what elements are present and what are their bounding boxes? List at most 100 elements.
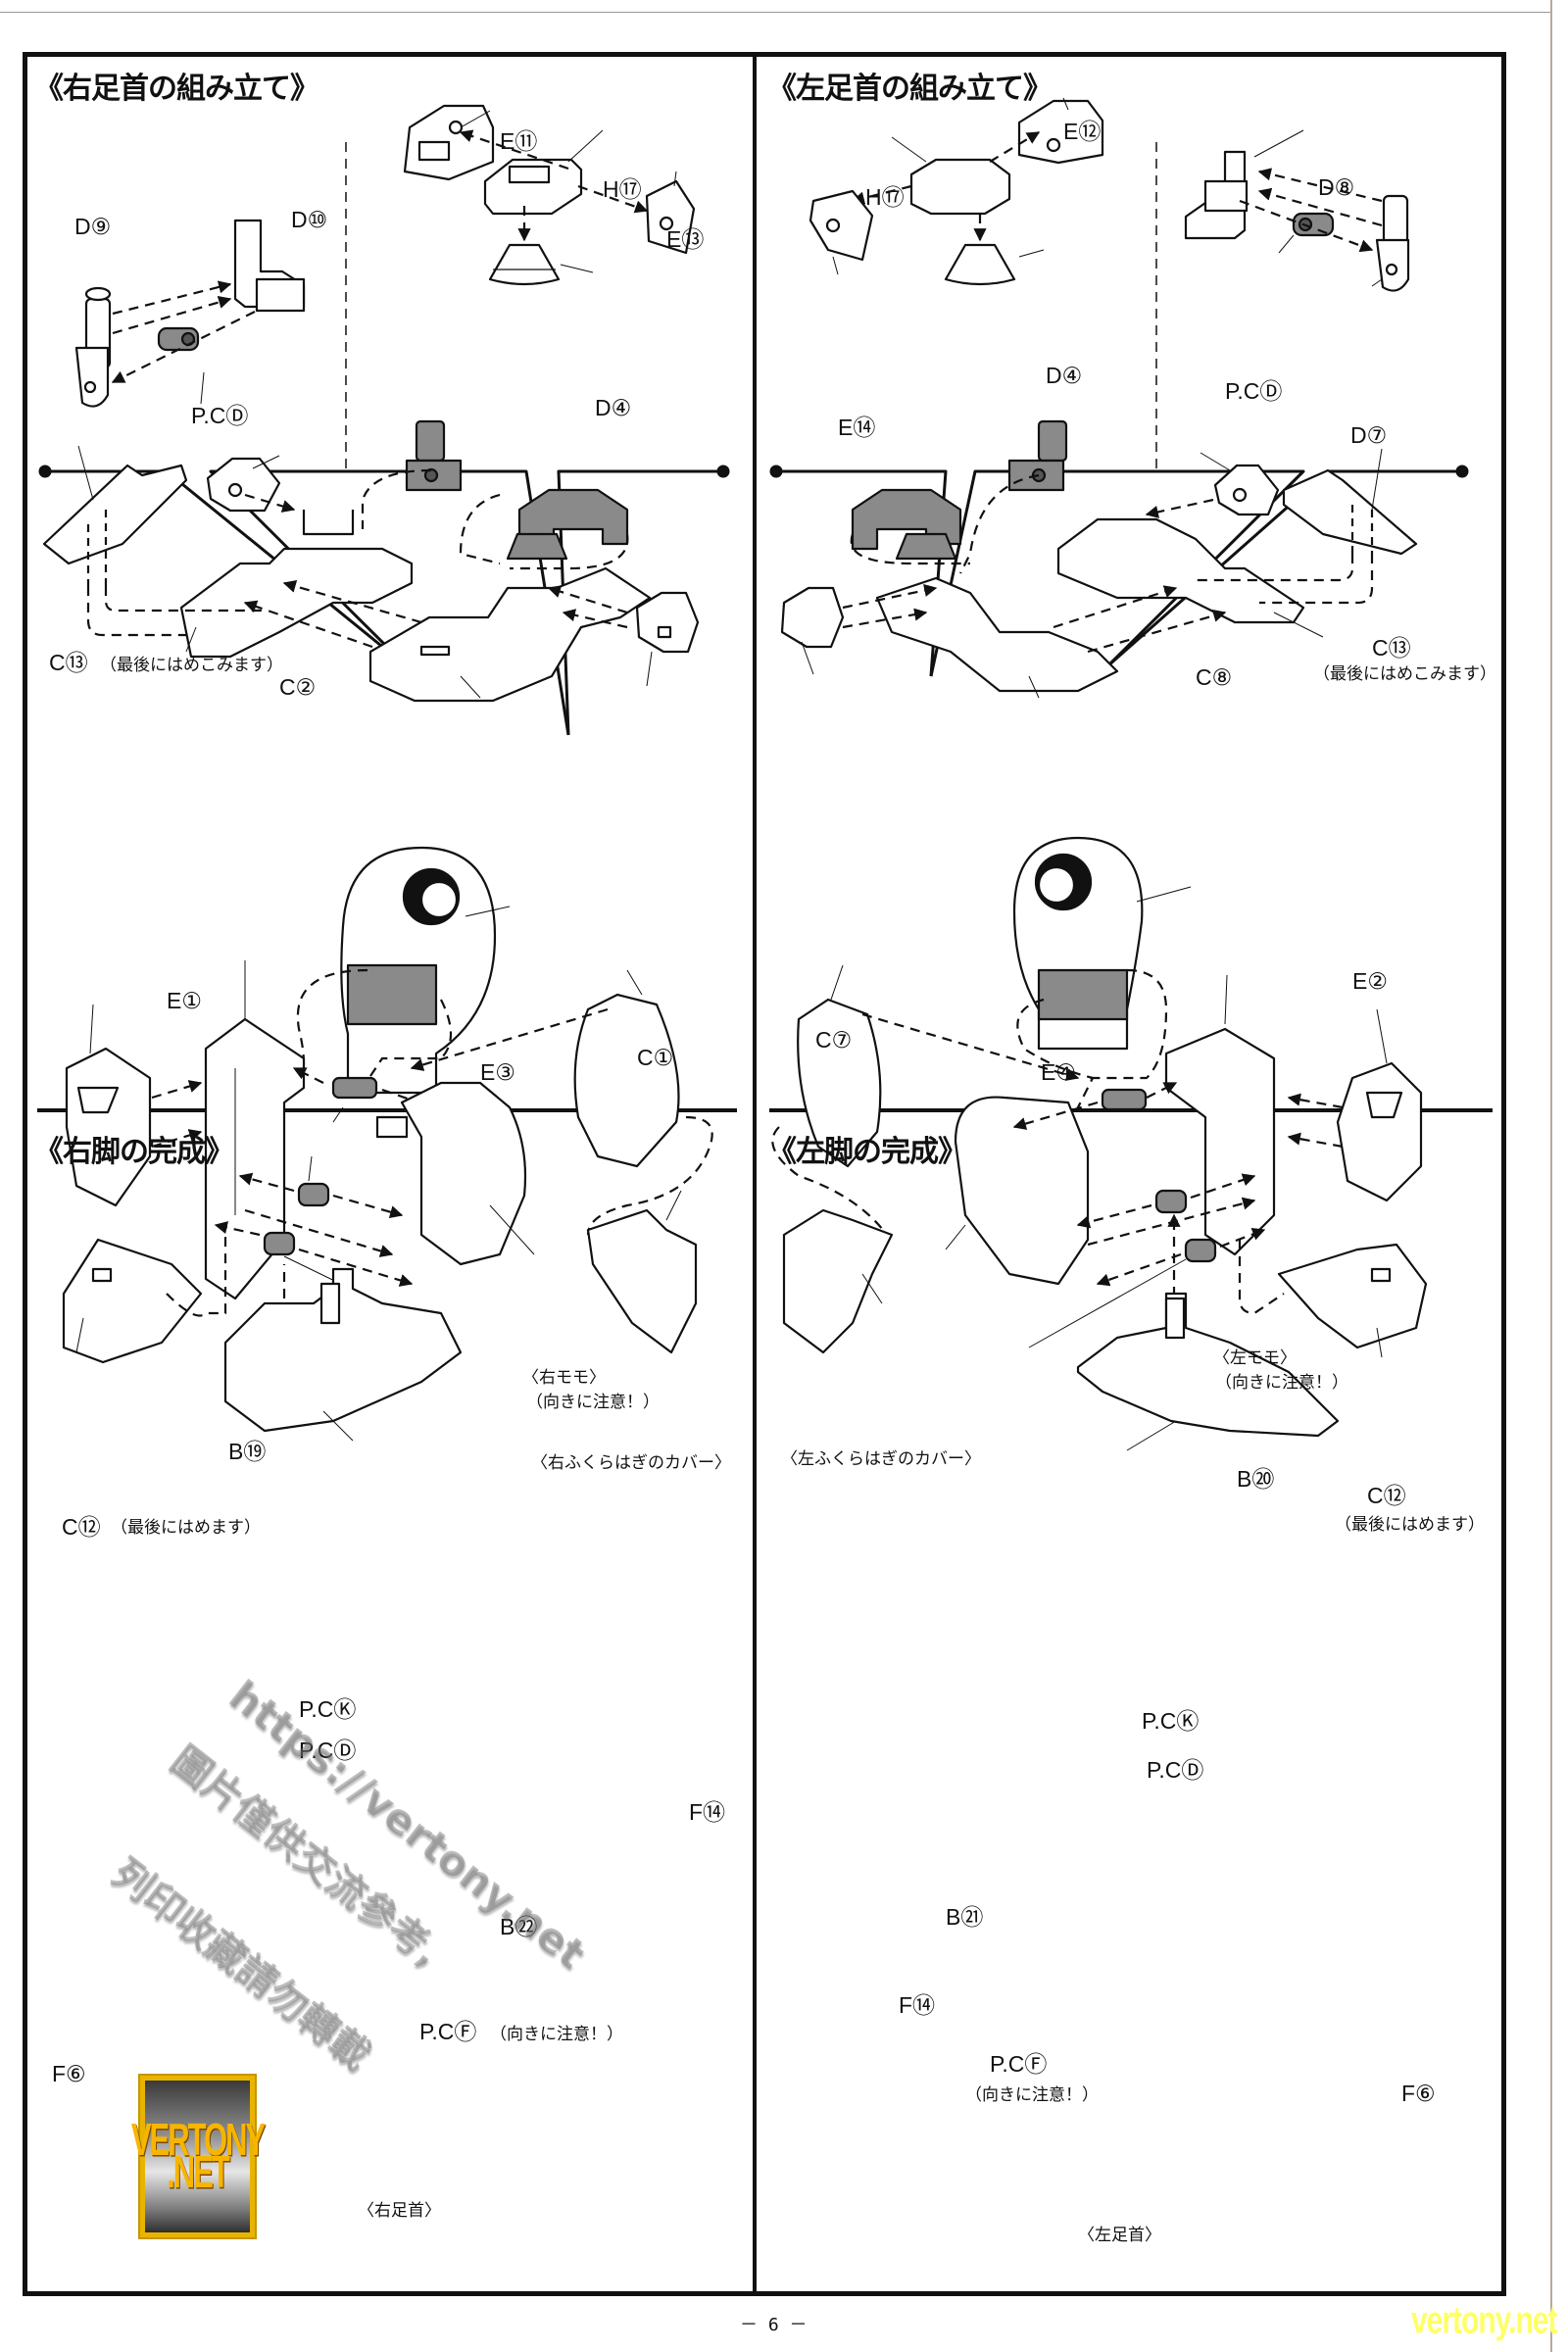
part-d10 [233,219,306,313]
part-label-d10: D⑩ [291,207,328,232]
section-title-left-ankle-assembly: 《左足首の組み立て》 [767,72,1053,106]
section-title-right-ankle-assembly: 《右足首の組み立て》 [34,72,319,106]
part-b21 [954,1096,1090,1286]
part-label-right-calf-cover: 〈右ふくらはぎのカバー〉 [531,1453,731,1473]
note-mind-direction-pcf-left: （向きに注意！） [965,2085,1099,2105]
part-h17-left [909,158,1011,216]
part-c13-right [42,464,188,586]
part-e3 [368,566,652,703]
part-label-e4: E④ [1041,1059,1076,1085]
part-label-f14: F⑭ [689,1799,726,1825]
part-label-f6: F⑥ [52,2061,86,2086]
part-c2 [206,457,281,513]
part-c12-right [65,1047,152,1207]
part-f6-right [62,1238,203,1364]
part-label-b22: B㉒ [500,1914,538,1939]
vertical-divider [753,52,757,2296]
part-pc-d-left [1292,212,1335,237]
part-pc-k-left [1101,1088,1148,1111]
part-f14-right [586,1208,698,1354]
section-title-right-leg-completion: 《右脚の完成》 [34,1135,234,1169]
part-label-f14-left: F⑭ [899,1992,936,2018]
section-title-left-leg-completion: 《左脚の完成》 [767,1135,967,1169]
site-watermark: vertony.net [1411,2299,1557,2342]
part-label-e14: E⑭ [838,415,876,440]
part-f14-left [782,1208,894,1354]
part-label-h17: H⑰ [603,176,642,202]
part-d4-left [944,243,1016,286]
part-pc-f-left [1184,1238,1217,1263]
part-label-b19: B⑲ [228,1439,267,1464]
part-label-d7: D⑦ [1350,422,1388,448]
part-gray-ankle-joint [405,419,463,492]
part-label-left-thigh: 〈左モモ〉 [1213,1348,1297,1368]
part-label-e2: E② [1352,968,1388,994]
part-label-b20: B⑳ [1237,1466,1275,1492]
part-label-f6-left: F⑥ [1401,2081,1436,2106]
part-e13 [645,179,696,255]
note-mind-direction-thigh: （向きに注意！） [526,1393,660,1412]
part-label-pc-d-right-leg: P.CⒹ [299,1738,357,1763]
part-label-left-ankle: 〈左足首〉 [1078,2226,1161,2245]
part-gray-ankle-armor-left [851,488,962,561]
part-c12-left [1336,1061,1423,1202]
page-number: － 6 － [740,2315,808,2335]
part-e11 [403,104,495,181]
part-c7 [780,586,845,649]
part-pc-f-right [263,1231,296,1256]
part-c8 [1213,464,1280,516]
part-h17 [483,158,583,216]
note-mind-direction-pcf: （向きに注意！） [490,2025,623,2044]
part-pc-d-left-leg [1154,1189,1188,1214]
part-e4 [875,576,1119,693]
note-attach-last: （最後にはめます） [111,1518,261,1538]
part-pc-d [157,326,200,352]
part-f6-left [1277,1243,1428,1349]
part-label-pc-k: P.CⓀ [299,1696,357,1722]
part-label-d8: D⑧ [1318,174,1355,200]
part-label-c7: C⑦ [815,1027,853,1053]
part-label-d4: D④ [595,395,632,420]
part-e1 [179,510,414,659]
part-left-ankle [1076,1292,1340,1438]
part-c1 [635,591,700,654]
part-label-pc-d-left-leg: P.CⒹ [1147,1757,1204,1783]
part-d4 [488,243,561,286]
part-pc-k-right [331,1076,378,1100]
part-label-c12: C⑫ [62,1514,101,1540]
part-d9 [74,286,112,408]
part-e14 [808,189,874,262]
part-label-e13: E⑬ [666,226,705,252]
part-label-c12-left: C⑫ [1367,1483,1406,1508]
vertony-logo: VERTONY .NET [131,2074,266,2239]
note-insert-last-left: （最後にはめこみます） [1313,664,1496,684]
part-label-c2: C② [279,674,317,700]
part-label-pc-k-left: P.CⓀ [1142,1708,1200,1734]
logo-text-line1: VERTONY [130,2113,266,2166]
part-label-pc-d-left: P.CⒹ [1225,378,1283,404]
part-label-b21: B㉑ [946,1904,984,1930]
part-d8 [1184,150,1249,240]
part-left-thigh [1012,836,1144,1051]
part-label-e3: E③ [480,1059,515,1085]
note-mind-direction-left-thigh: （向きに注意！） [1215,1373,1348,1393]
part-label-right-thigh: 〈右モモ〉 [522,1368,606,1388]
part-gray-ankle-armor [506,488,629,561]
note-insert-last: （最後にはめこみます） [100,656,283,675]
part-label-right-ankle: 〈右足首〉 [358,2201,441,2221]
part-e2 [1056,517,1305,624]
part-label-c1: C① [637,1045,674,1070]
part-left-calf-cover [797,998,882,1168]
part-label-pc-f: P.CⒻ [419,2019,477,2044]
part-d7 [1375,194,1410,292]
part-label-pc-d: P.CⒹ [191,403,249,428]
scan-top-rule [0,12,1550,13]
part-label-e1: E① [167,988,202,1013]
part-label-c13: C⑬ [49,650,88,675]
part-gray-ankle-joint-left [1007,419,1068,492]
part-b22 [375,1081,527,1266]
part-label-c8: C⑧ [1196,664,1233,690]
part-label-d9: D⑨ [74,214,112,239]
